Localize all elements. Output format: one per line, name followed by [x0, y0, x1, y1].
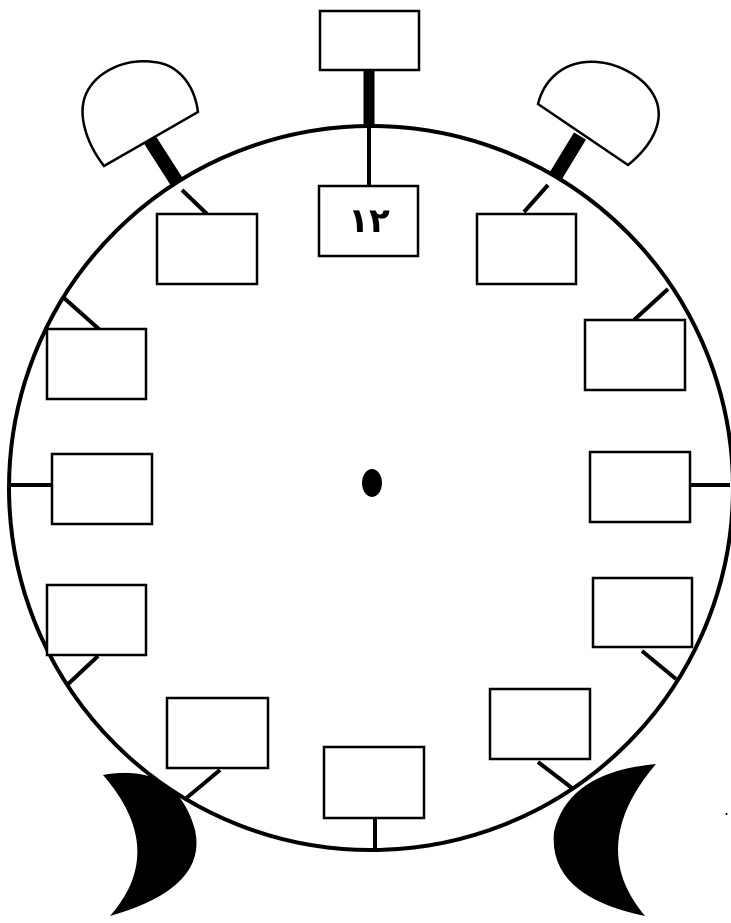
- right-bell-cap: [538, 62, 659, 165]
- hour-3-box[interactable]: [590, 452, 690, 522]
- hour-4-box[interactable]: [593, 578, 692, 647]
- top-label-box[interactable]: [320, 11, 419, 70]
- margin-mark: .: [724, 800, 729, 819]
- hour-9-box[interactable]: [52, 454, 152, 524]
- hour-10-box[interactable]: [47, 329, 146, 399]
- hour-6-box[interactable]: [324, 747, 424, 818]
- hour-numerals: ١٢: [348, 201, 390, 241]
- hour-5-box[interactable]: [490, 689, 590, 759]
- hour-1-box[interactable]: [477, 214, 576, 284]
- hour-7-box[interactable]: [167, 698, 268, 768]
- center-dot: [362, 469, 382, 497]
- hour-11-box[interactable]: [157, 214, 257, 284]
- hour-12-label: ١٢: [348, 201, 390, 241]
- hour-8-box[interactable]: [47, 585, 146, 655]
- right-bell: [538, 62, 659, 182]
- hour-2-box[interactable]: [585, 320, 685, 390]
- left-bell-cap: [83, 61, 198, 166]
- left-bell: [83, 61, 198, 190]
